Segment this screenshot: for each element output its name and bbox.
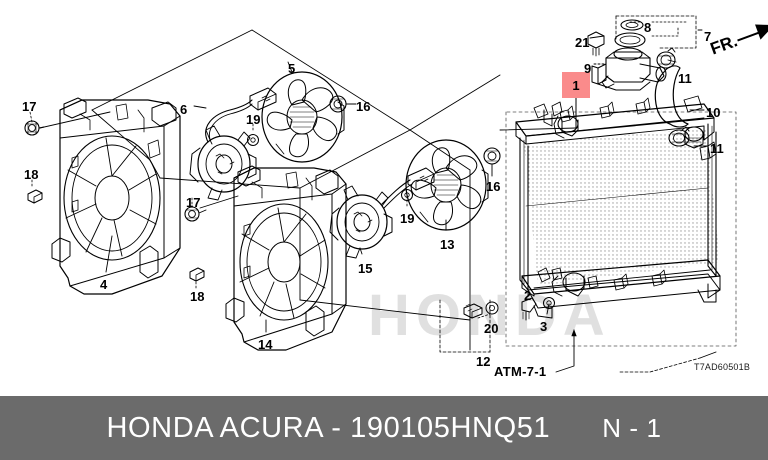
callout-6[interactable]: 6 (180, 102, 188, 117)
callout-19-right[interactable]: 19 (400, 211, 415, 226)
callout-19-left[interactable]: 19 (246, 112, 261, 127)
callout-17-left[interactable]: 17 (22, 99, 37, 114)
callout-14[interactable]: 14 (258, 337, 273, 352)
callout-16-lower[interactable]: 16 (486, 179, 501, 194)
cross-reference-atm-7-1[interactable]: ATM-7-1 (494, 364, 547, 379)
front-arrow-icon (737, 24, 768, 42)
highlighted-callout-number: 1 (572, 77, 580, 93)
footer-content: HONDA ACURA - 190105HNQ51 N - 1 (106, 412, 661, 445)
footer-page-number: N - 1 (602, 412, 662, 443)
callout-4[interactable]: 4 (100, 277, 108, 292)
highlighted-callout-1[interactable]: 1 (562, 72, 590, 98)
callout-17-mid[interactable]: 17 (186, 195, 201, 210)
drawing-code: T7AD60501B (694, 362, 751, 372)
diagram-canvas: HONDA (22, 12, 768, 379)
callout-10[interactable]: 10 (706, 105, 721, 120)
front-direction-marker: FR. (706, 12, 768, 64)
callout-12[interactable]: 12 (476, 354, 491, 369)
callout-5[interactable]: 5 (288, 61, 296, 76)
footer-title: HONDA ACURA - 190105HNQ51 (106, 411, 551, 444)
callout-7[interactable]: 7 (704, 29, 712, 44)
callout-18-left[interactable]: 18 (24, 167, 39, 182)
callout-18-mid[interactable]: 18 (190, 289, 205, 304)
callout-9[interactable]: 9 (584, 61, 592, 76)
callout-8[interactable]: 8 (644, 20, 652, 35)
callout-15[interactable]: 15 (358, 261, 373, 276)
callout-20[interactable]: 20 (484, 321, 499, 336)
callout-13[interactable]: 13 (440, 237, 455, 252)
callout-21[interactable]: 21 (575, 35, 590, 50)
callout-11-upper[interactable]: 11 (678, 71, 692, 86)
callout-2[interactable]: 2 (524, 288, 532, 303)
callout-3[interactable]: 3 (540, 319, 548, 334)
callout-11-lower[interactable]: 11 (710, 141, 724, 156)
callout-16-upper[interactable]: 16 (356, 99, 371, 114)
footer-bar: HONDA ACURA - 190105HNQ51 N - 1 (0, 396, 768, 460)
technical-illustration (24, 15, 737, 373)
